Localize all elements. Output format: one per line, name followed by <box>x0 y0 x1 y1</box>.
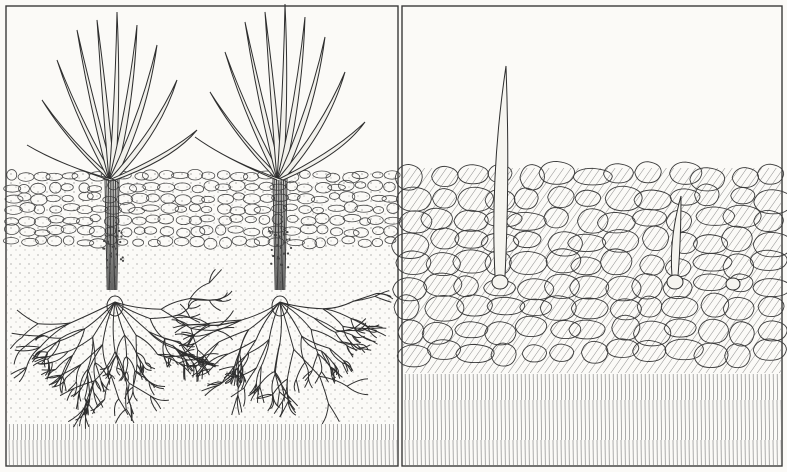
right-panel <box>392 6 787 466</box>
subsoil-layer <box>7 424 397 465</box>
left-panel <box>3 4 401 466</box>
subsoil-layer-right <box>403 374 781 465</box>
